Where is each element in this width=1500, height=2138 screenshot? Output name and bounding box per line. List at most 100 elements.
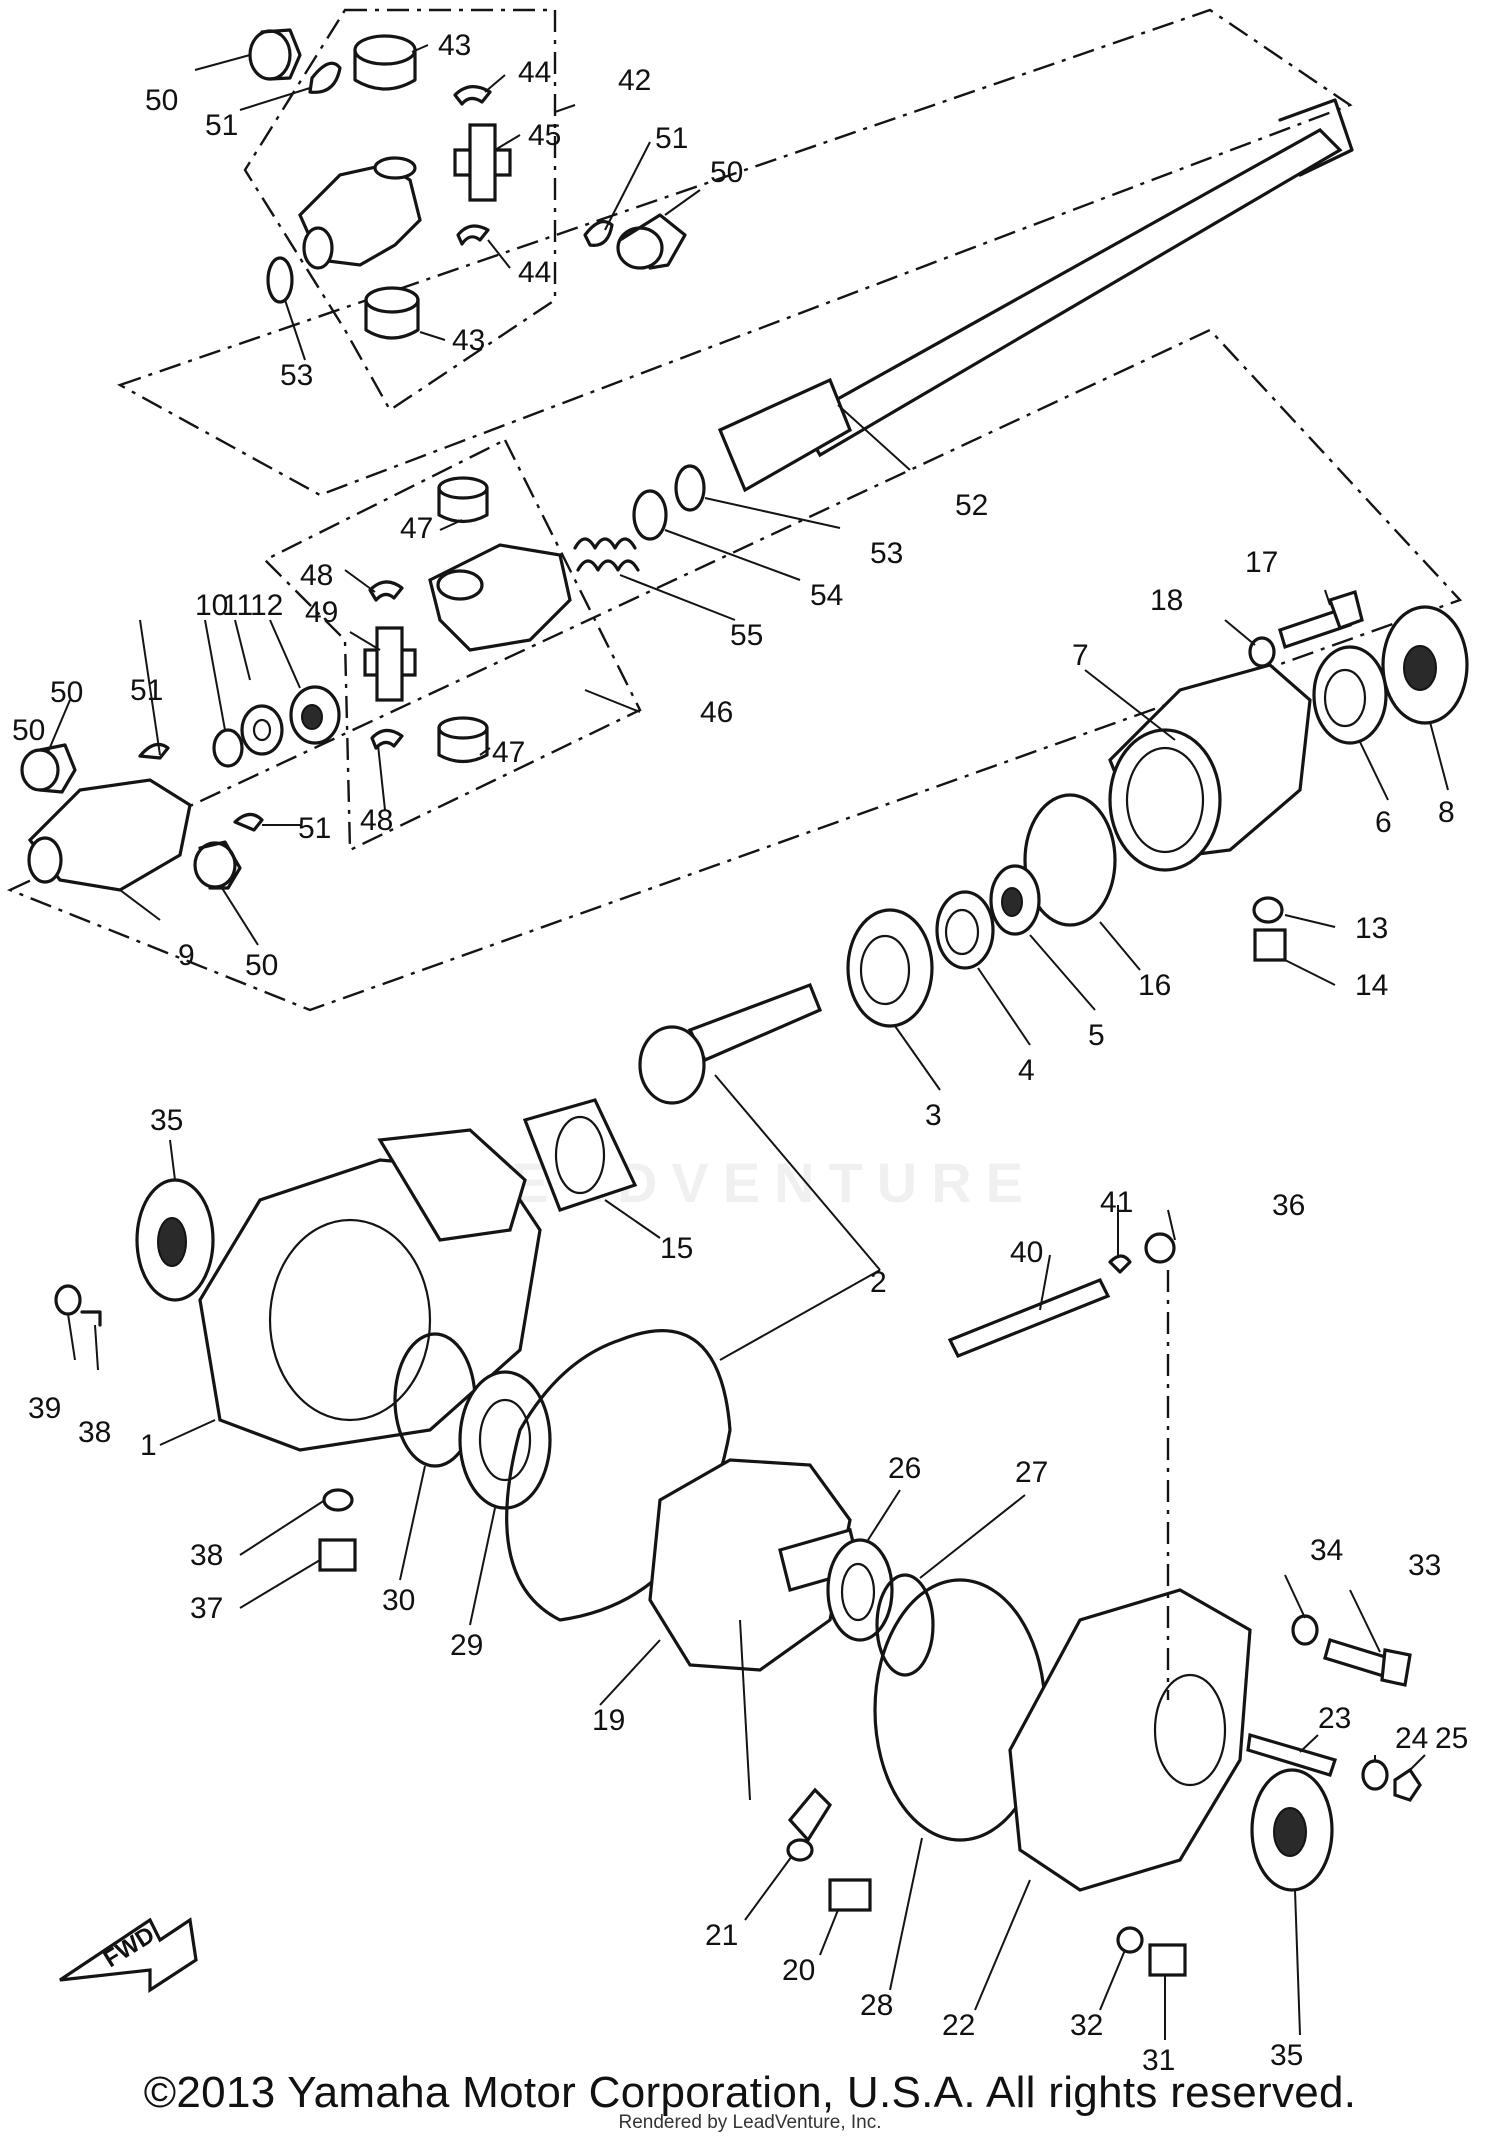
- copyright-notice: ©2013 Yamaha Motor Corporation, U.S.A. A…: [143, 2068, 1357, 2117]
- part-26-bearing: [826, 1538, 894, 1642]
- callout-27: 27: [1015, 1456, 1048, 1489]
- callout-41: 41: [1100, 1186, 1133, 1219]
- callout-25: 25: [1435, 1722, 1468, 1755]
- callout-47-lower: 47: [492, 736, 525, 769]
- callout-9: 9: [178, 939, 195, 972]
- part-38-upper-washer: [80, 1310, 102, 1327]
- callout-19: 19: [592, 1704, 625, 1737]
- callout-3: 3: [925, 1099, 942, 1132]
- part-44-upper-clip: [453, 85, 492, 106]
- part-21-lock-washer: [786, 1787, 833, 1862]
- callout-4: 4: [1018, 1054, 1035, 1087]
- callout-5: 5: [1088, 1019, 1105, 1052]
- middle-gear-group-outline: [6, 328, 1463, 1012]
- part-51-upper-clip: [308, 61, 342, 94]
- part-50-bottom-bearing-cup: [193, 840, 242, 890]
- callout-16: 16: [1138, 969, 1171, 1002]
- callout-53-shaft: 53: [870, 537, 903, 570]
- callout-12: 12: [250, 589, 283, 622]
- part-ring-gear: [505, 1329, 732, 1622]
- part-43-top-cup: [353, 34, 417, 91]
- part-27-shim: [875, 1573, 935, 1677]
- callout-52: 52: [955, 489, 988, 522]
- callout-31: 31: [1142, 2044, 1175, 2077]
- part-50-upper-bearing-cup: [248, 28, 302, 81]
- callout-46: 46: [700, 696, 733, 729]
- callout-29: 29: [450, 1629, 483, 1662]
- callout-55: 55: [730, 619, 763, 652]
- fwd-arrow-icon: FWD: [59, 1917, 198, 1993]
- part-41-clip: [1108, 1254, 1132, 1274]
- part-35-right-oil-seal: [1250, 1768, 1334, 1892]
- callout-40: 40: [1010, 1236, 1043, 1269]
- callout-38-upper: 38: [78, 1416, 111, 1449]
- part-37-plug: [318, 1538, 357, 1572]
- part-43-bottom-cup: [364, 286, 420, 340]
- callout-32: 32: [1070, 2009, 1103, 2042]
- part-34-washer: [1291, 1614, 1319, 1646]
- part-44-lower-clip: [456, 224, 490, 246]
- callout-34: 34: [1310, 1534, 1343, 1567]
- callout-53-upper: 53: [280, 359, 313, 392]
- part-11-washer: [240, 704, 284, 756]
- part-33-bolt: [1323, 1637, 1412, 1687]
- part-1-gear-case: [198, 1128, 542, 1452]
- part-50-right-bearing-cup: [616, 213, 687, 270]
- callout-7: 7: [1072, 639, 1089, 672]
- callout-44-upper: 44: [518, 56, 551, 89]
- part-20-bolt: [828, 1878, 872, 1912]
- part-38-lower-washer: [322, 1488, 354, 1512]
- callout-24: 24: [1395, 1722, 1428, 1755]
- part-9-yoke: [27, 778, 192, 892]
- callout-15: 15: [660, 1232, 693, 1265]
- callout-36: 36: [1272, 1189, 1305, 1222]
- leader-lines: [47, 44, 1449, 2040]
- part-23-stud-bolt: [1246, 1732, 1338, 1777]
- callout-20: 20: [782, 1954, 815, 1987]
- part-17-bolt: [1278, 589, 1364, 650]
- callout-50-bottom: 50: [245, 949, 278, 982]
- callout-39: 39: [28, 1392, 61, 1425]
- part-48-lower-clip: [370, 728, 404, 750]
- part-47-bottom-cup: [437, 716, 489, 764]
- exploded-parts-diagram: FWD: [6, 8, 1469, 2077]
- callout-35-upper: 35: [150, 1104, 183, 1137]
- callout-43-upper: 43: [438, 29, 471, 62]
- part-6-bearing: [1312, 645, 1388, 745]
- callout-54: 54: [810, 579, 843, 612]
- part-24-washer: [1361, 1759, 1389, 1791]
- part-50-left-bearing-cup: [20, 743, 77, 794]
- part-16-o-ring: [1023, 793, 1117, 927]
- callout-51-right: 51: [655, 122, 688, 155]
- callout-21: 21: [705, 1919, 738, 1952]
- callout-43-lower: 43: [452, 324, 485, 357]
- part-40-shaft: [947, 1277, 1111, 1359]
- callout-13: 13: [1355, 912, 1388, 945]
- callout-28: 28: [860, 1989, 893, 2022]
- part-5-bearing: [989, 864, 1041, 936]
- callout-48-upper: 48: [300, 559, 333, 592]
- callout-18: 18: [1150, 584, 1183, 617]
- callout-38-lower: 38: [190, 1539, 223, 1572]
- callout-1: 1: [140, 1429, 157, 1462]
- callout-26: 26: [888, 1452, 921, 1485]
- part-15-shim: [522, 1098, 638, 1212]
- shaft-group-outline: [117, 8, 1353, 497]
- callout-51-top: 51: [205, 109, 238, 142]
- part-22-gear-case-cover: [1008, 1588, 1252, 1892]
- part-35-left-oil-seal: [135, 1178, 215, 1302]
- part-48-upper-clip: [368, 580, 404, 602]
- part-53-shaft-circlip: [674, 464, 706, 512]
- part-45-spider: [453, 123, 512, 202]
- part-51-right-clip: [583, 220, 614, 247]
- part-10-o-ring: [212, 728, 244, 768]
- part-54-washer: [632, 489, 668, 541]
- part-4-collar: [935, 890, 995, 970]
- callout-42: 42: [618, 64, 651, 97]
- part-2-drive-pinion: [638, 982, 823, 1105]
- callout-44-lower: 44: [518, 256, 551, 289]
- callout-10: 10: [195, 589, 228, 622]
- callout-37: 37: [190, 1592, 223, 1625]
- callout-50-mid-left: 50: [50, 676, 83, 709]
- part-39-breather: [54, 1284, 82, 1316]
